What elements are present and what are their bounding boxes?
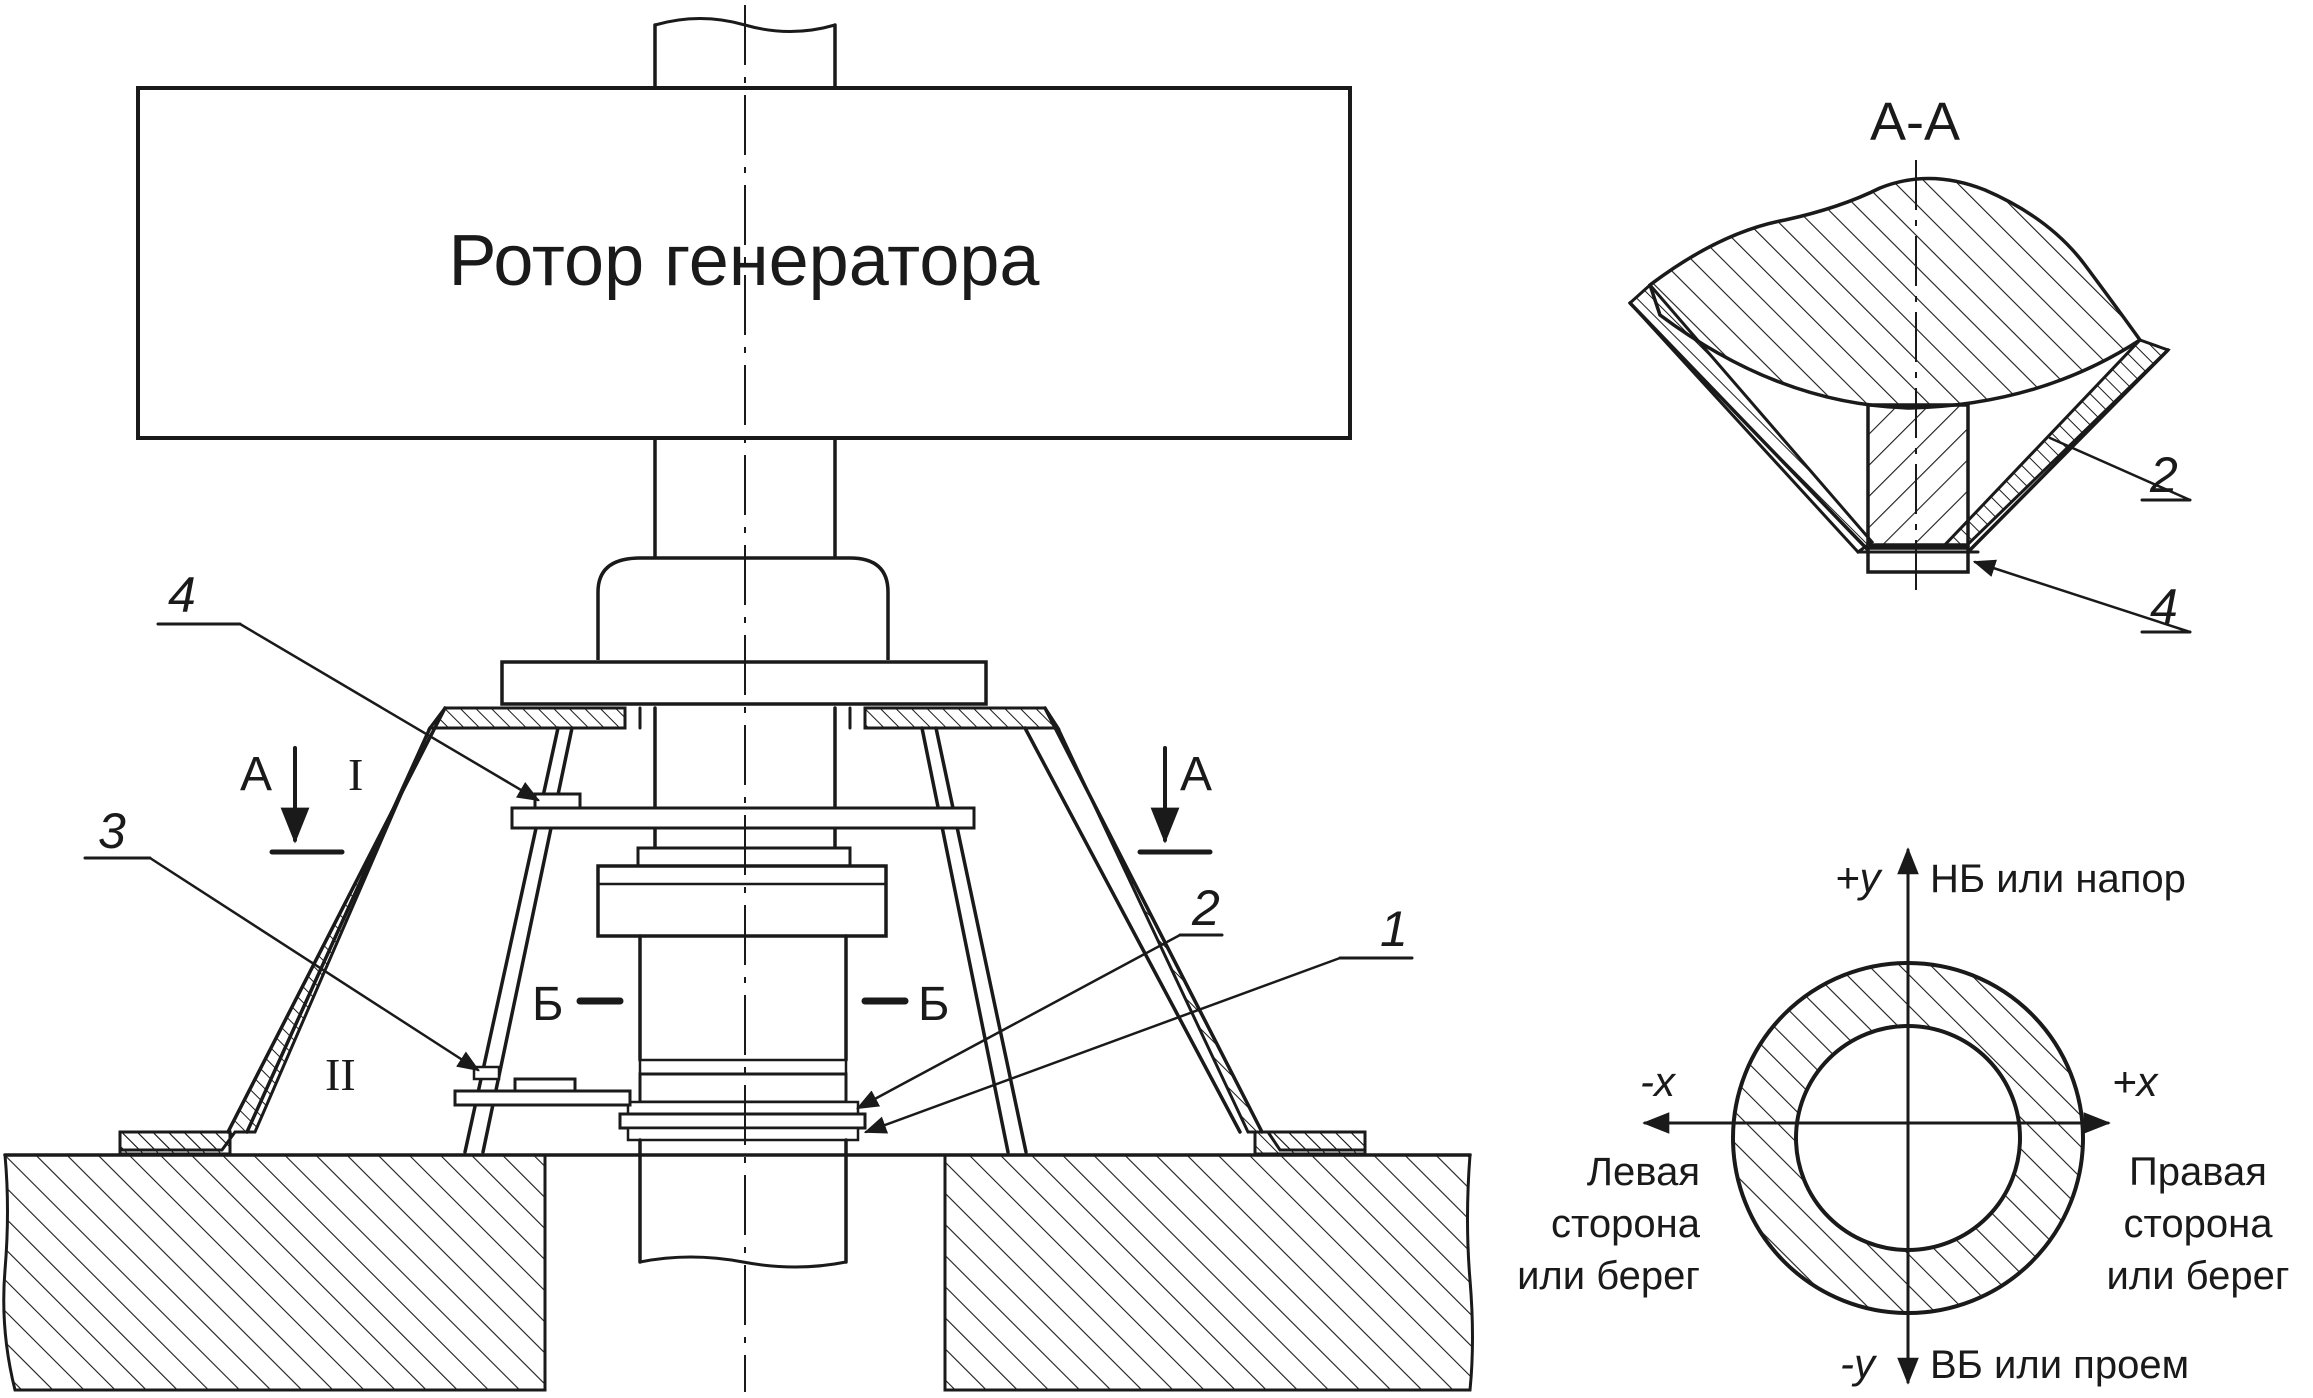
bearing-bracket	[118, 706, 1367, 1156]
right-side-label-1: Правая	[2129, 1150, 2267, 1194]
zone-label-ii: II	[325, 1049, 356, 1100]
plus-x-label: +x	[2112, 1058, 2160, 1105]
section-a-a-view: А-А 2 4	[1627, 92, 2192, 635]
right-side-label-3: или берег	[2107, 1254, 2290, 1298]
callout-3: 3	[98, 803, 126, 859]
section-b-left-label: Б	[532, 978, 564, 1031]
section-a-markers: А А	[240, 746, 1213, 855]
section-a-left-label: А	[240, 748, 272, 801]
callout-4: 4	[168, 567, 196, 623]
callouts: 4 3 2 1	[83, 567, 1414, 1134]
sensor-plates	[453, 792, 632, 1107]
section-callout-2: 2	[2149, 447, 2178, 503]
left-side-label-3: или берег	[1517, 1254, 1700, 1298]
left-side-label-1: Левая	[1587, 1150, 1700, 1194]
right-side-label-2: сторона	[2124, 1202, 2274, 1246]
plus-y-label: +y	[1835, 854, 1884, 901]
section-b-right-label: Б	[918, 978, 950, 1031]
shaft-lower	[510, 706, 976, 1392]
section-b-markers: Б Б	[532, 978, 950, 1031]
callout-1: 1	[1380, 901, 1408, 957]
section-callout-4: 4	[2150, 579, 2178, 635]
callout-2: 2	[1191, 880, 1220, 936]
foundation	[2, 1153, 1474, 1392]
section-a-right-label: А	[1180, 748, 1212, 801]
minus-y-label: -y	[1840, 1340, 1878, 1387]
bottom-direction-label: ВБ или проем	[1930, 1343, 2189, 1387]
main-view: Ротор генератора	[2, 5, 1474, 1392]
top-direction-label: НБ или напор	[1930, 857, 2186, 901]
zone-label-i: I	[348, 749, 363, 800]
axes-view: +y НБ или напор -y ВБ или проем -x +x Ле…	[1517, 847, 2290, 1387]
minus-x-label: -x	[1640, 1058, 1677, 1105]
left-side-label-2: сторона	[1551, 1202, 1701, 1246]
section-title: А-А	[1870, 92, 1960, 152]
